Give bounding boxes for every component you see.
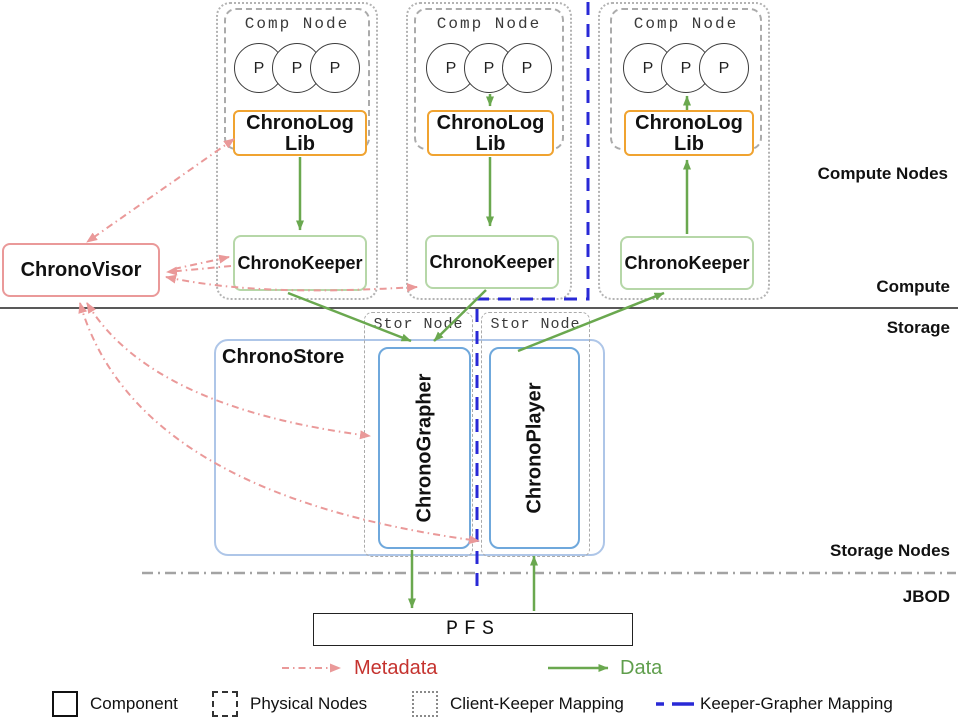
chronolog-lib-label-line1: ChronoLog — [246, 112, 354, 134]
chronoplayer-label: ChronoPlayer — [523, 382, 545, 514]
region-label-storage-nodes: Storage Nodes — [830, 541, 950, 560]
chronolog-lib-label-line1: ChronoLog — [436, 112, 545, 134]
chronovisor-box: ChronoVisor — [2, 243, 160, 297]
chronolog-lib-label-line2: Lib — [475, 133, 506, 155]
processor-circle: P — [502, 43, 552, 93]
chronographer-box: ChronoGrapher — [378, 347, 471, 549]
region-label-compute: Compute — [876, 277, 950, 296]
comp-node-title-1: Comp Node — [244, 15, 350, 33]
legend-client-keeper-swatch — [412, 691, 438, 717]
metadata-arrow-visor-lib1 — [86, 138, 235, 243]
chronoplayer-box: ChronoPlayer — [489, 347, 580, 549]
processor-circle: P — [699, 43, 749, 93]
processor-circle: P — [310, 43, 360, 93]
chronostore-label: ChronoStore — [222, 346, 345, 368]
stor-node-title-2: Stor Node — [490, 316, 581, 333]
legend-component-swatch — [52, 691, 78, 717]
region-label-jbod: JBOD — [902, 587, 950, 606]
legend-metadata-label: Metadata — [354, 657, 438, 679]
legend-keeper-grapher-label: Keeper-Grapher Mapping — [700, 694, 893, 713]
chronolog-lib-label-line2: Lib — [674, 133, 704, 155]
chronolog-lib-label-line2: Lib — [285, 133, 315, 155]
comp-node-title-2: Comp Node — [436, 15, 542, 33]
chronolog-lib-box-1: ChronoLog Lib — [233, 110, 367, 156]
chronokeeper-box-1: ChronoKeeper — [233, 235, 367, 291]
region-label-compute-nodes: Compute Nodes — [817, 164, 948, 183]
chronolog-lib-box-3: ChronoLog Lib — [624, 110, 754, 156]
region-label-storage: Storage — [886, 318, 950, 337]
stor-node-title-1: Stor Node — [373, 316, 464, 333]
client-keeper-mapping-box-3 — [598, 2, 770, 300]
chronokeeper-box-3: ChronoKeeper — [620, 236, 754, 290]
legend-physical-nodes-swatch — [212, 691, 238, 717]
chronolog-lib-label-line1: ChronoLog — [635, 112, 743, 134]
legend-component-label: Component — [90, 694, 178, 713]
comp-node-title-3: Comp Node — [633, 15, 739, 33]
legend-data-label: Data — [620, 657, 663, 679]
pfs-box: PFS — [313, 613, 633, 646]
legend-physical-nodes-label: Physical Nodes — [250, 694, 368, 713]
chronographer-label: ChronoGrapher — [413, 373, 435, 523]
chronolog-lib-box-2: ChronoLog Lib — [427, 110, 554, 156]
legend-client-keeper-label: Client-Keeper Mapping — [450, 694, 624, 713]
chronokeeper-box-2: ChronoKeeper — [425, 235, 559, 289]
